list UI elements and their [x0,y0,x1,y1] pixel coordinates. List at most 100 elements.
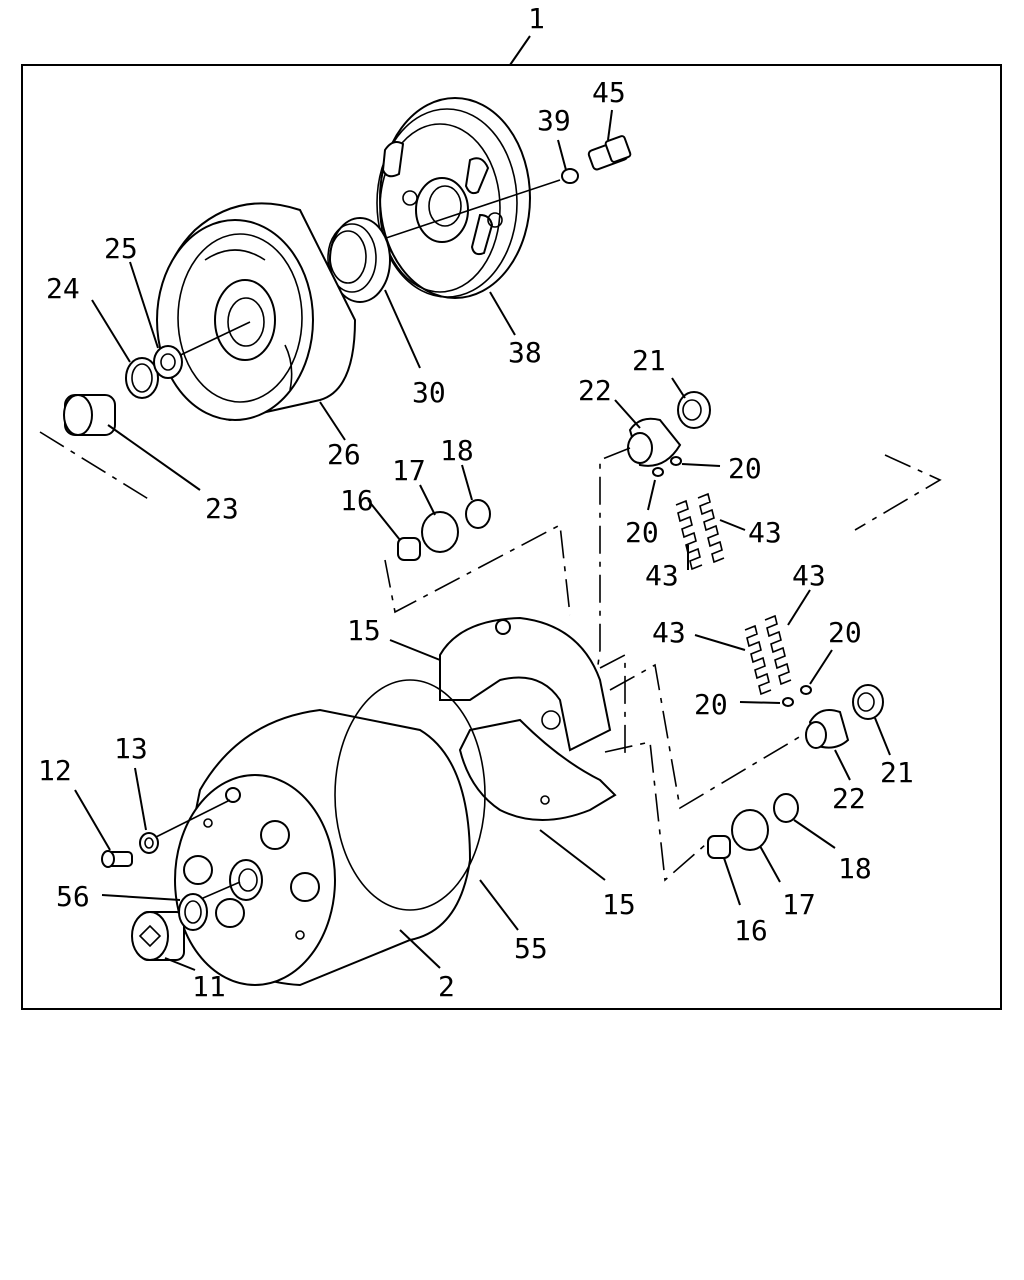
callout-16b: 16 [734,914,768,947]
main-housing [174,679,486,987]
screw-45 [587,135,632,171]
dash-23 [39,431,151,501]
callout-26: 26 [327,438,361,471]
leader-38 [489,291,516,336]
callout-38: 38 [508,336,542,369]
callout-23: 23 [205,492,239,525]
roller-21-upper [677,391,711,429]
bushing-22-upper [627,417,682,467]
leader-16b [723,857,741,906]
gasket-55 [334,679,486,911]
plug-11 [131,911,185,961]
dash-lower-link [609,663,807,810]
dash-lower-pins [604,741,706,882]
o-ring-24 [125,357,159,399]
leader-15a [389,639,441,661]
leader-26 [319,401,346,441]
axis-line-front [169,321,251,361]
assembly-frame [21,64,1002,1010]
springs-43-lower [744,614,792,696]
callout-16a: 16 [340,484,374,517]
leader-2 [399,929,441,969]
callout-22b: 22 [832,782,866,815]
flywheel-housing [156,202,357,422]
leader-20c [809,649,833,685]
callout-1: 1 [528,2,545,35]
leader-45 [607,109,613,141]
callout-21b: 21 [880,756,914,789]
bearing-30 [327,217,391,303]
leader-55 [479,879,519,931]
leader-20a [681,463,721,467]
roller-21-lower [852,684,884,720]
leader-1 [509,35,531,66]
leader-17b [759,845,781,883]
callout-25: 25 [104,232,138,265]
shim-20-upper-a [670,456,682,466]
leader-11 [164,957,196,971]
dash-right-upper [854,454,942,531]
callout-43d: 43 [792,559,826,592]
callout-12: 12 [38,754,72,787]
callout-17a: 17 [392,454,426,487]
callout-56: 56 [56,880,90,913]
leader-16a [367,499,401,541]
callout-22a: 22 [578,374,612,407]
leader-15b [539,829,606,881]
leader-39 [557,139,567,171]
callout-17b: 17 [782,888,816,921]
leader-12 [74,789,111,851]
washer-39 [561,168,579,184]
leader-17a [419,484,436,516]
callout-43c: 43 [652,616,686,649]
callout-20b: 20 [625,516,659,549]
callout-15a: 15 [347,614,381,647]
leader-56 [101,894,181,901]
leader-21a [671,377,686,399]
bolt-12 [101,850,133,868]
washer-13 [139,832,159,854]
pin-set-upper [397,499,491,561]
leader-23 [107,424,201,491]
leader-30 [384,289,421,369]
bushing-22-lower [805,709,850,749]
leader-25 [129,261,159,349]
plug-23 [63,394,116,436]
callout-20d: 20 [694,688,728,721]
pin-set-lower [707,793,799,859]
callout-20a: 20 [728,452,762,485]
shim-20-lower-a [800,685,812,695]
leader-18a [461,464,473,501]
leader-22a [614,399,641,429]
callout-30: 30 [412,376,446,409]
leader-20d [739,701,781,704]
leader-21b [874,717,891,756]
leader-43b [719,519,746,531]
rear-cover-plate [376,97,531,299]
leader-20b [647,479,656,511]
callout-21a: 21 [632,344,666,377]
washer-25 [153,345,183,379]
callout-13: 13 [114,732,148,765]
callout-18b: 18 [838,852,872,885]
leader-18b [793,819,836,849]
leader-24 [91,299,131,363]
leader-22b [834,749,851,781]
callout-45: 45 [592,76,626,109]
axis-line-13 [149,799,231,841]
leader-43c [694,634,746,651]
callout-20c: 20 [828,616,862,649]
springs-43-upper [675,492,725,571]
dash-upper-pins [384,523,571,616]
leader-43d [787,589,811,626]
leader-13 [134,767,147,831]
callout-11: 11 [192,970,226,1003]
callout-55: 55 [514,932,548,965]
callout-2: 2 [438,970,455,1003]
callout-39: 39 [537,104,571,137]
shim-20-upper-b [652,467,664,477]
callout-15b: 15 [602,888,636,921]
counterweight-upper [439,616,612,752]
callout-43b: 43 [748,516,782,549]
